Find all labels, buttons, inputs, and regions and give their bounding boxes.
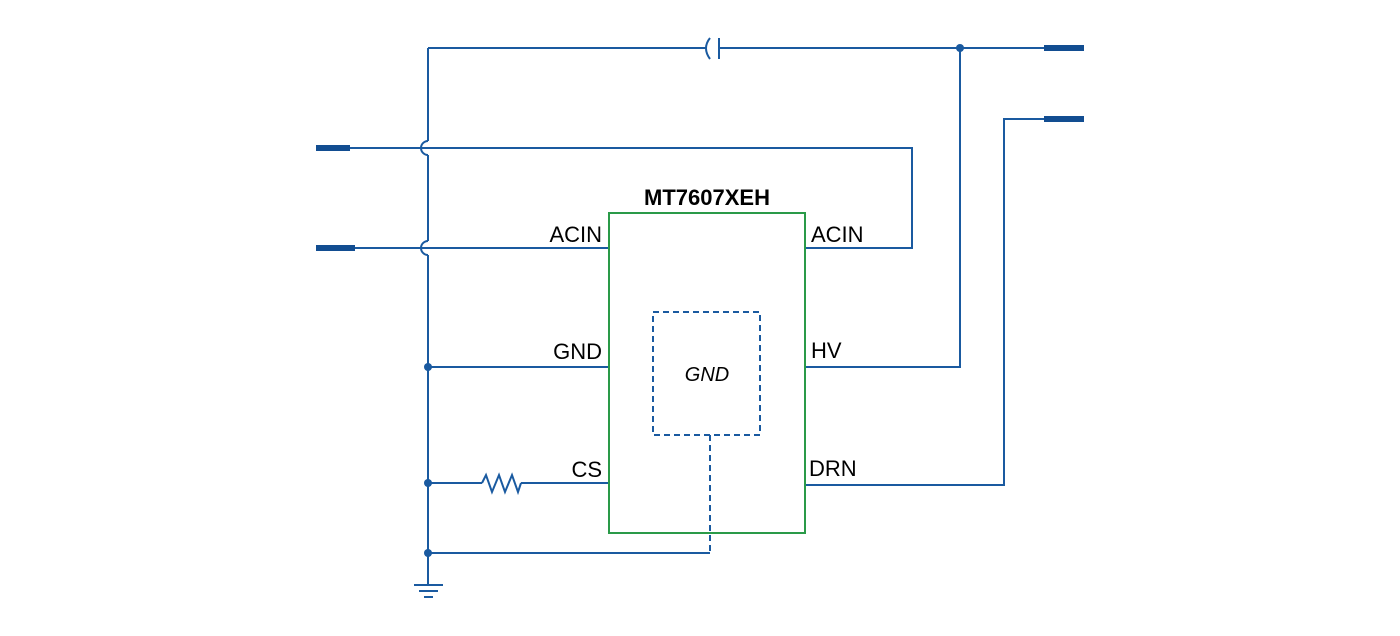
- cs-pin-wire: [428, 472, 609, 496]
- pin-label-acin-left: ACIN: [549, 222, 602, 247]
- resistor-symbol: [481, 472, 522, 496]
- hv-pin-wire: [806, 48, 961, 368]
- pin-label-acin-right: ACIN: [811, 222, 864, 247]
- drn-pin-wire: [806, 118, 1044, 486]
- exposed-pad-label: GND: [685, 364, 729, 386]
- left-vertical-bus: [420, 48, 429, 585]
- acin-right-wire: [350, 147, 913, 249]
- ic-package: [608, 212, 806, 534]
- junction-dot: [424, 479, 432, 487]
- junction-dot: [424, 363, 432, 371]
- pin-label-hv: HV: [811, 338, 842, 363]
- pin-label-drn: DRN: [809, 456, 857, 481]
- exposed-pad: [652, 311, 761, 436]
- pin-label-cs: CS: [571, 457, 602, 482]
- chip-part-number: MT7607XEH: [644, 185, 770, 210]
- capacitor-symbol: [705, 37, 720, 60]
- ground-symbol: [414, 584, 443, 598]
- junction-dot: [424, 549, 432, 557]
- pin-label-gnd: GND: [553, 339, 602, 364]
